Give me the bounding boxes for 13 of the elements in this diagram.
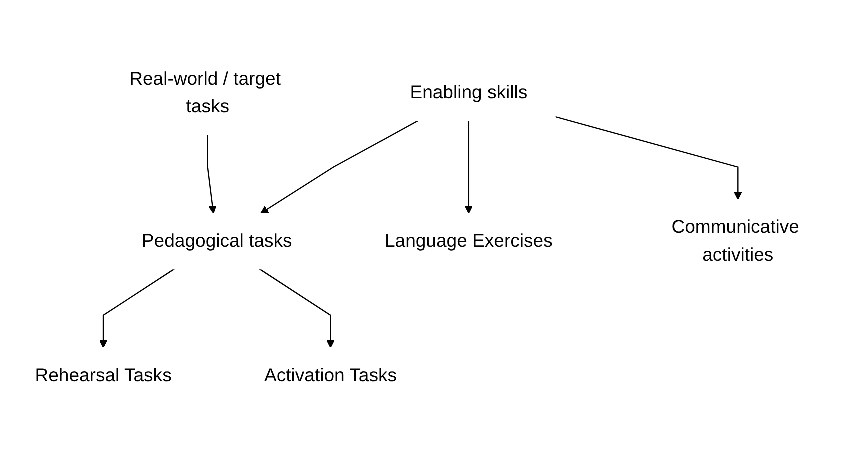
node-text: Pedagogical tasks	[142, 231, 292, 252]
arrow	[260, 120, 419, 214]
node-text: Communicative activities	[672, 217, 800, 266]
arrow	[555, 116, 742, 200]
node-text: Language Exercises	[384, 231, 553, 252]
arrow	[99, 268, 175, 348]
node-text: Enabling skills	[410, 82, 528, 104]
node-text: Activation Tasks	[264, 366, 397, 386]
arrow	[259, 268, 335, 348]
arrow	[207, 134, 217, 214]
arrow	[464, 120, 473, 214]
node-text: Rehearsal Tasks	[35, 366, 172, 386]
node-text: Real-world / target tasks	[130, 69, 281, 118]
